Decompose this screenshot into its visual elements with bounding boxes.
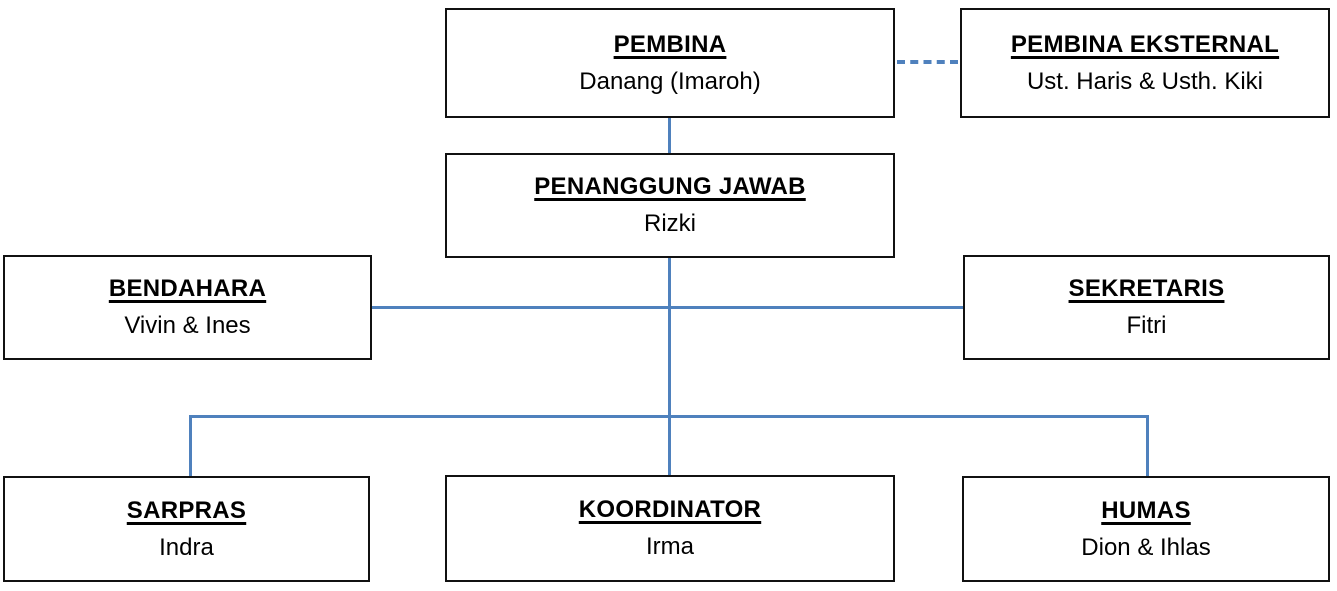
org-box-title: KOORDINATOR bbox=[578, 496, 762, 523]
org-box-title: SEKRETARIS bbox=[1068, 275, 1225, 302]
org-box-member: Vivin & Ines bbox=[124, 312, 251, 339]
org-box-member: Dion & Ihlas bbox=[1081, 533, 1211, 561]
org-box-title: PEMBINA EKSTERNAL bbox=[1010, 30, 1280, 58]
org-box-humas: HUMAS Dion & Ihlas bbox=[962, 476, 1330, 582]
connector-pembina-to-penanggung-jawab bbox=[668, 118, 671, 153]
org-box-member: Rizki bbox=[644, 210, 696, 237]
connector-penanggung-jawab-down bbox=[668, 258, 671, 476]
org-box-penanggung-jawab: PENANGGUNG JAWAB Rizki bbox=[445, 153, 895, 258]
org-box-title: PEMBINA bbox=[613, 30, 727, 58]
org-box-member: Irma bbox=[646, 533, 694, 560]
org-box-member: Danang (Imaroh) bbox=[579, 67, 761, 95]
org-box-member: Fitri bbox=[1126, 312, 1167, 339]
org-box-bendahara: BENDAHARA Vivin & Ines bbox=[3, 255, 372, 360]
org-box-member: Ust. Haris & Usth. Kiki bbox=[1026, 67, 1264, 95]
org-box-pembina: PEMBINA Danang (Imaroh) bbox=[445, 8, 895, 118]
connector-drop-to-sarpras bbox=[189, 415, 192, 476]
connector-pembina-to-pembina-eksternal-dashed bbox=[897, 60, 958, 64]
org-box-member: Indra bbox=[159, 533, 214, 561]
org-box-title: PENANGGUNG JAWAB bbox=[534, 173, 806, 200]
org-box-sarpras: SARPRAS Indra bbox=[3, 476, 370, 582]
connector-bendahara-sekretaris-rail bbox=[372, 306, 963, 309]
connector-drop-to-humas bbox=[1146, 415, 1149, 476]
org-box-title: SARPRAS bbox=[126, 496, 247, 524]
org-box-pembina-eksternal: PEMBINA EKSTERNAL Ust. Haris & Usth. Kik… bbox=[960, 8, 1330, 118]
org-box-sekretaris: SEKRETARIS Fitri bbox=[963, 255, 1330, 360]
org-box-title: BENDAHARA bbox=[108, 275, 267, 302]
org-box-title: HUMAS bbox=[1101, 496, 1191, 524]
org-box-koordinator: KOORDINATOR Irma bbox=[445, 475, 895, 582]
connector-bottom-rail bbox=[189, 415, 1149, 418]
